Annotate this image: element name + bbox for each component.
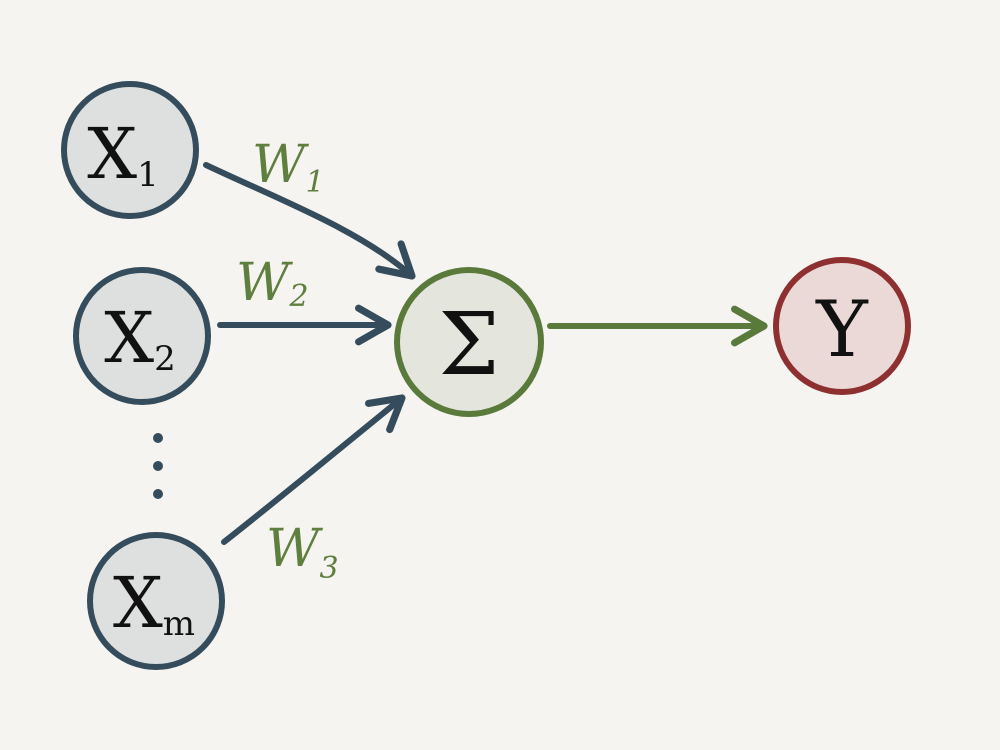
weight-label-w2: W2 — [236, 253, 309, 314]
edge-x1-to-sum — [203, 162, 416, 280]
input-x1-sub: 1 — [137, 155, 159, 195]
svg-text:X2: X2 — [104, 297, 175, 379]
edge-xm-to-sum — [221, 394, 406, 545]
input-node-x2: X2 — [73, 267, 211, 405]
ellipsis-icon — [153, 433, 163, 499]
svg-text:Xm: Xm — [113, 562, 195, 644]
input-node-x1: X1 — [61, 81, 199, 219]
weight-label-w3: W3 — [266, 519, 339, 586]
output-symbol: Y — [815, 285, 869, 375]
input-x2-base: X — [104, 297, 154, 379]
summation-node: Σ — [394, 267, 544, 417]
weight-label-w1: W1 — [252, 135, 325, 200]
input-x2-sub: 2 — [154, 339, 176, 379]
input-xm-sub: m — [163, 604, 195, 644]
input-x1-base: X — [87, 113, 137, 195]
summation-symbol: Σ — [439, 295, 500, 395]
input-xm-base: X — [113, 562, 163, 644]
output-node: Y — [773, 257, 911, 395]
input-node-xm: Xm — [87, 532, 225, 670]
svg-text:X1: X1 — [87, 113, 158, 195]
